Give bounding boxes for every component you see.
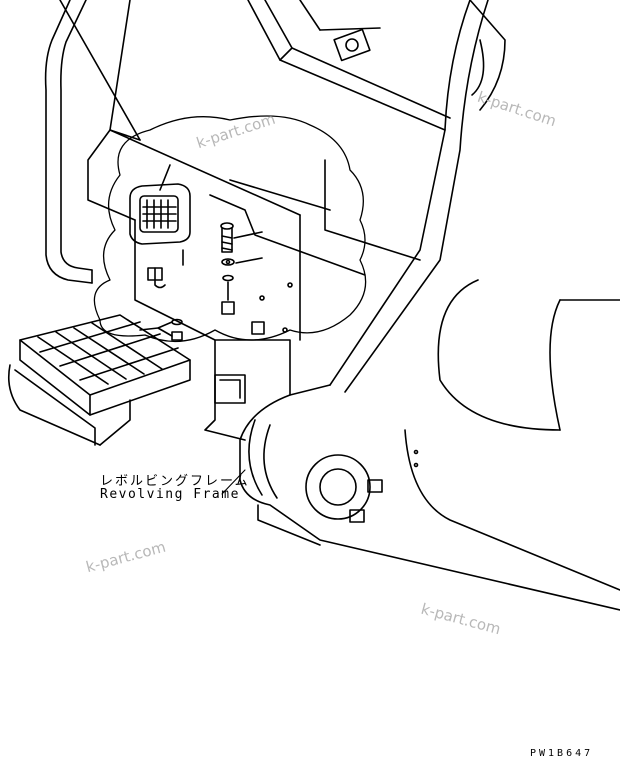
handrail <box>44 0 93 284</box>
detail-callout-cloud <box>93 115 367 343</box>
work-lamp-icon <box>129 164 191 245</box>
boom-bracket <box>239 0 620 611</box>
upper-deck <box>59 0 451 141</box>
drawing-code: PW1B647 <box>530 748 594 759</box>
part-name-japanese: レボルビングフレーム <box>100 474 250 489</box>
step-grating <box>7 314 191 446</box>
frame-body <box>87 129 421 441</box>
label-leader-line <box>221 469 246 495</box>
part-name-english: Revolving Frame <box>100 487 240 502</box>
mounting-hardware <box>139 222 265 341</box>
